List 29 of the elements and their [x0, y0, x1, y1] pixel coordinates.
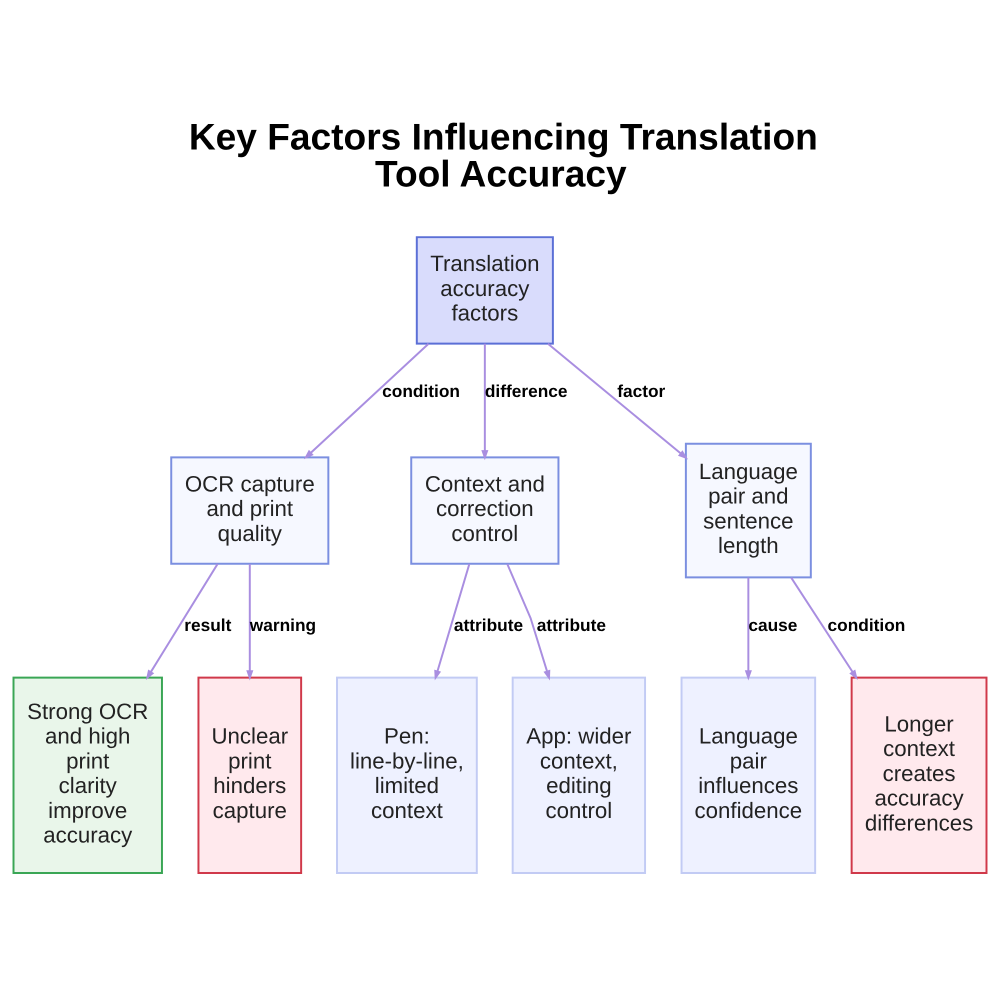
edge-label: factor	[617, 381, 666, 402]
arrow	[547, 343, 688, 460]
node-box: App: wider context, editing control	[512, 676, 646, 874]
edge-label: condition	[828, 614, 906, 635]
edge-label: attribute	[454, 614, 524, 635]
node-box: Unclear print hinders capture	[197, 676, 302, 874]
arrow	[481, 344, 488, 460]
edge-label: warning	[250, 614, 316, 635]
edge-label: result	[184, 614, 232, 635]
arrow	[790, 577, 858, 680]
arrow	[246, 564, 254, 680]
edge-label: attribute	[536, 614, 606, 635]
edge-label: difference	[484, 381, 568, 402]
node-box: Context and correction control	[410, 456, 560, 565]
edge-label: condition	[382, 381, 460, 402]
node-box: Strong OCR and high print clarity improve accuracy	[12, 676, 163, 874]
node-box: Longer context creates accuracy differences	[850, 676, 988, 874]
arrow	[434, 564, 470, 680]
arrow	[744, 578, 752, 680]
edge-label: cause	[748, 614, 798, 635]
node-box: Translation accuracy factors	[416, 236, 554, 345]
node-box: Language pair and sentence length	[684, 442, 812, 578]
arrow	[146, 563, 218, 680]
node-box: Language pair influences confidence	[680, 676, 816, 874]
arrow	[304, 343, 430, 460]
arrow	[506, 564, 550, 680]
diagram-title: Key Factors Influencing Translation Tool Accuracy	[188, 115, 818, 194]
node-box: Pen: line-by-line, limited context	[336, 676, 478, 874]
node-box: OCR capture and print quality	[170, 456, 330, 565]
